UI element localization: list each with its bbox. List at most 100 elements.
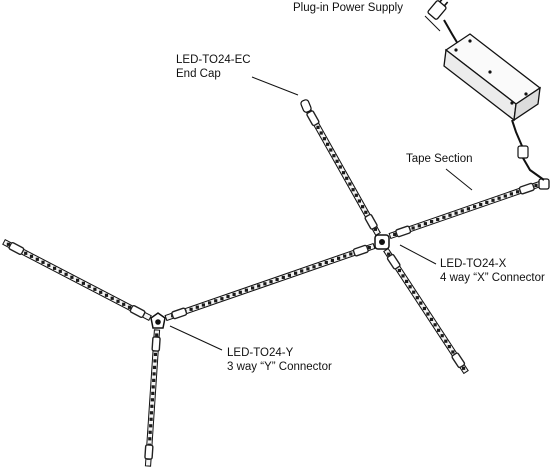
- led-chip: [35, 257, 39, 261]
- led-chip: [345, 176, 349, 180]
- led-chip: [226, 294, 230, 299]
- led-chip: [148, 437, 152, 441]
- led-chip: [294, 271, 298, 275]
- led-chip: [306, 267, 310, 271]
- led-chip: [343, 254, 347, 258]
- led-chip: [232, 292, 236, 296]
- led-chip: [338, 165, 342, 169]
- inline-plug: [386, 253, 401, 270]
- end-cap-label-line2: End Cap: [176, 68, 221, 80]
- led-chip: [275, 277, 279, 282]
- leader-endcap: [251, 76, 299, 96]
- y-connector-label-line2: 3 way “Y” Connector: [227, 361, 332, 373]
- y-connector-label-line1: LED-TO24-Y: [227, 347, 294, 359]
- led-chip: [127, 305, 132, 309]
- led-chip: [423, 222, 427, 226]
- led-chip: [53, 266, 57, 270]
- x-connector-label-line1: LED-TO24-X: [440, 258, 507, 270]
- leader-power: [424, 15, 441, 32]
- led-chip: [149, 417, 153, 421]
- leader-lines: [169, 15, 473, 351]
- led-chip: [412, 290, 416, 294]
- led-chip: [373, 227, 377, 231]
- led-chip: [214, 299, 218, 303]
- plug-icon: [427, 0, 449, 20]
- power-supply: [427, 0, 545, 181]
- end-cap-label-line1: LED-TO24-EC: [176, 54, 251, 66]
- led-chip: [122, 302, 126, 306]
- led-chip: [41, 260, 45, 264]
- end-cap: [300, 99, 312, 113]
- inline-plug: [171, 307, 188, 320]
- led-chip: [387, 252, 391, 256]
- led-chip: [220, 297, 224, 301]
- inline-plug: [364, 213, 378, 230]
- power-supply-label: Plug-in Power Supply: [293, 1, 403, 15]
- led-chip: [155, 333, 159, 337]
- led-chip: [195, 305, 199, 309]
- led-chip: [516, 190, 520, 194]
- led-chip: [151, 391, 155, 395]
- led-chip: [104, 293, 109, 297]
- led-chip: [503, 194, 507, 198]
- inline-plug: [352, 244, 369, 257]
- led-chip: [357, 199, 361, 203]
- inline-plug: [151, 336, 161, 352]
- led-chip: [332, 154, 336, 158]
- inline-plug: [8, 242, 25, 255]
- led-chip: [149, 424, 153, 428]
- led-chip: [110, 296, 114, 300]
- led-chip: [408, 285, 412, 289]
- led-chip: [152, 365, 157, 369]
- led-chip: [287, 273, 291, 277]
- led-chip: [451, 350, 455, 354]
- led-chip: [318, 263, 322, 267]
- led-chip: [87, 284, 91, 288]
- led-chip: [201, 303, 205, 307]
- led-chip: [430, 220, 434, 224]
- led-chip: [437, 328, 441, 332]
- x-connector-label-line2: 4 way “X” Connector: [440, 272, 545, 284]
- led-chip: [152, 372, 156, 376]
- led-chip: [47, 263, 51, 267]
- led-chip: [466, 207, 470, 211]
- led-chip: [367, 246, 371, 250]
- led-chip: [149, 411, 154, 415]
- led-chip: [444, 339, 448, 343]
- led-chip: [269, 280, 273, 284]
- led-chip: [93, 287, 97, 291]
- led-chip: [440, 334, 444, 338]
- tape-endcap-to-x: [303, 104, 381, 236]
- y-connector-label: LED-TO24-Y 3 way “Y” Connector: [227, 346, 332, 374]
- led-chip: [429, 317, 434, 321]
- inline-plug: [144, 444, 154, 460]
- led-chip: [281, 275, 285, 279]
- led-chip: [479, 203, 483, 207]
- led-chip: [422, 306, 426, 311]
- led-chip: [189, 307, 193, 311]
- led-chip: [433, 323, 437, 327]
- led-chip: [116, 299, 120, 303]
- led-chip: [509, 192, 513, 196]
- tape-x-to-bottom: [383, 247, 469, 375]
- tape-x-to-corner: [388, 180, 542, 240]
- led-chip: [419, 301, 423, 305]
- inline-plug: [129, 305, 146, 318]
- led-chip: [6, 242, 10, 246]
- connectors: [150, 99, 550, 329]
- led-chip: [401, 274, 405, 278]
- led-chip: [354, 193, 358, 197]
- led-chip: [361, 205, 365, 209]
- led-chip: [447, 345, 451, 349]
- led-chip: [153, 352, 157, 356]
- led-chip: [316, 125, 320, 129]
- led-chip: [497, 196, 501, 200]
- x-connector-label: LED-TO24-X 4 way “X” Connector: [440, 257, 545, 285]
- led-chip: [348, 182, 352, 186]
- tape-sections: [2, 104, 542, 467]
- led-chip: [335, 159, 339, 163]
- led-chip: [322, 137, 326, 141]
- led-chip: [148, 430, 152, 434]
- led-chip: [351, 188, 355, 192]
